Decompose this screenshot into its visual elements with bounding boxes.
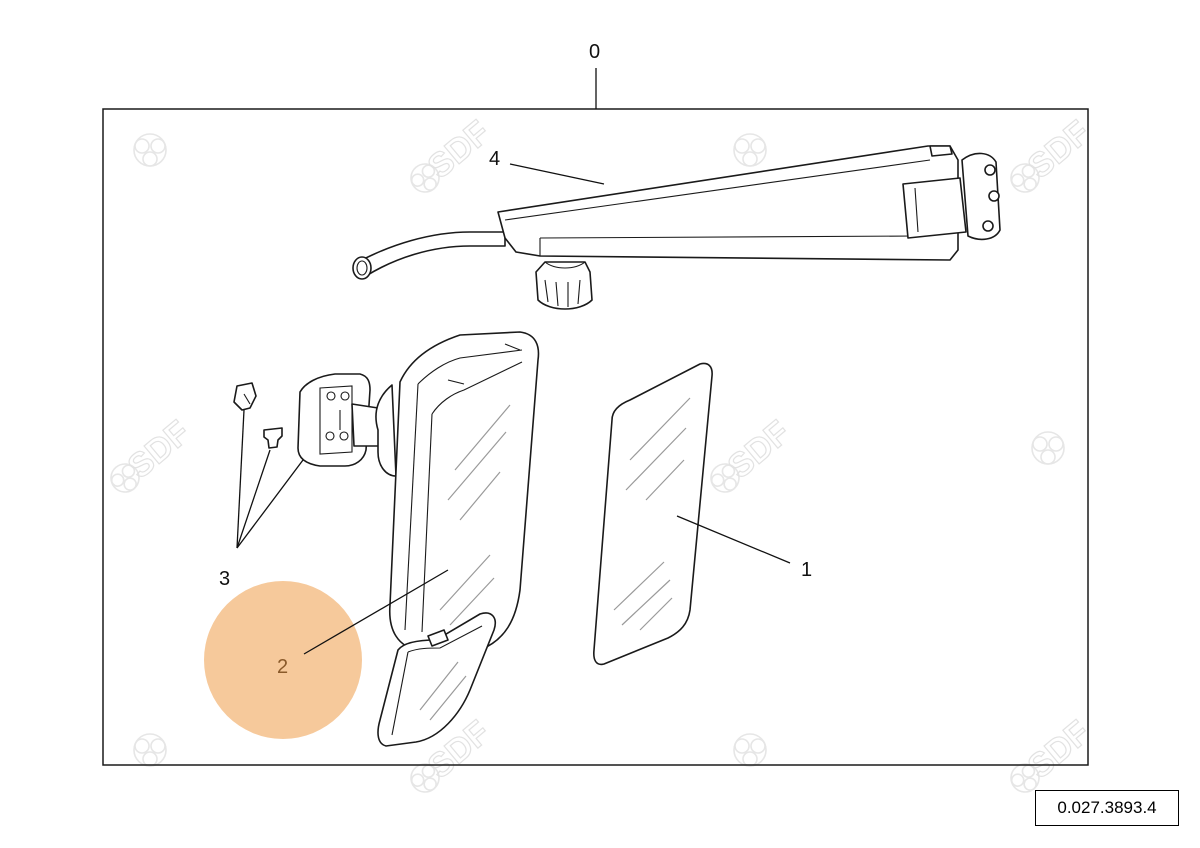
mirror-glass[interactable] <box>593 362 713 666</box>
mirror-arm[interactable] <box>352 145 1001 310</box>
watermark-logo-icon <box>1031 431 1065 465</box>
watermark-logo-icon <box>133 733 167 767</box>
fixing-leader-b <box>236 449 271 549</box>
watermark-logo-icon <box>410 163 440 193</box>
callout-mirror-arm[interactable]: 4 <box>489 148 500 170</box>
watermark-logo-icon <box>110 463 140 493</box>
fixing-leader-a <box>236 409 245 549</box>
callout-2-highlight[interactable] <box>204 581 362 739</box>
watermark-logo-icon <box>410 763 440 793</box>
fixing-kit[interactable] <box>233 373 381 467</box>
watermark-logo-icon <box>733 733 767 767</box>
watermark-logo-icon <box>133 133 167 167</box>
reference-code: 0.027.3893.4 <box>1057 798 1157 817</box>
watermark-logo-icon <box>710 463 740 493</box>
callout-mirror-glass[interactable]: 1 <box>801 559 812 581</box>
housing-leader <box>303 569 449 655</box>
callout-assembly[interactable]: 0 <box>589 41 600 63</box>
callout-mirror-housing[interactable]: 2 <box>277 656 288 678</box>
arm-leader <box>509 163 605 185</box>
callout-fixing-kit[interactable]: 3 <box>219 568 230 590</box>
watermark-logo-icon <box>733 133 767 167</box>
reference-code-box: 0.027.3893.4 <box>1035 790 1179 826</box>
mirror-housing[interactable] <box>375 331 540 747</box>
watermark-logo-icon <box>1010 763 1040 793</box>
watermark-logo-icon <box>1010 163 1040 193</box>
fixing-leader-c <box>236 459 304 549</box>
glass-leader <box>676 515 791 564</box>
